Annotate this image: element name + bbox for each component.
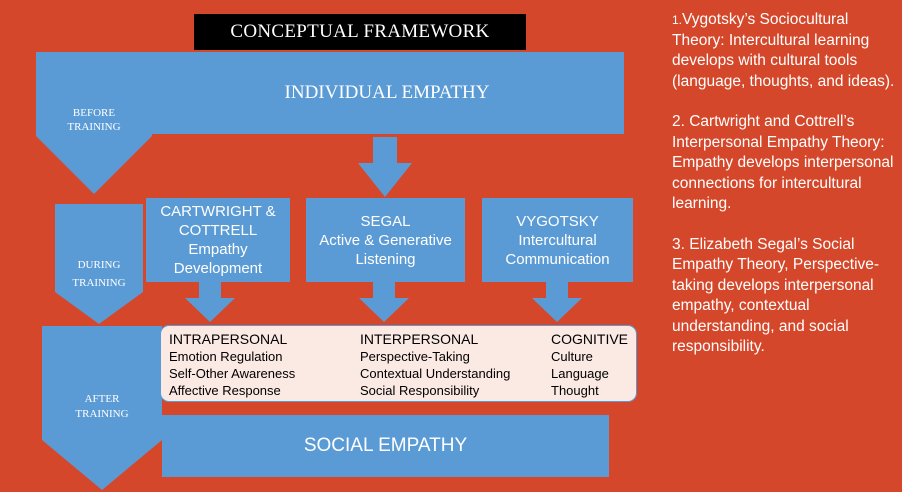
intrapersonal-column: INTRAPERSONAL Emotion Regulation Self-Ot…: [169, 331, 295, 399]
cognitive-item: Thought: [551, 383, 599, 398]
cognitive-item: Culture: [551, 349, 593, 364]
after-training-line2: TRAINING: [75, 408, 129, 420]
note1-number: 1.: [672, 13, 683, 27]
cognitive-column: COGNITIVE Culture Language Thought: [551, 331, 628, 399]
vygotsky-box: VYGOTSKY Intercultural Communication: [482, 198, 633, 282]
segal-line1: SEGAL: [360, 212, 411, 230]
cartwright-line3: Empathy: [188, 241, 248, 258]
outcomes-box: INTRAPERSONAL Emotion Regulation Self-Ot…: [160, 325, 637, 402]
down-arrow-cartwright: [185, 282, 235, 322]
after-training-line1: AFTER: [84, 393, 120, 405]
interpersonal-item: Contextual Understanding: [360, 366, 511, 381]
interpersonal-column: INTERPERSONAL Perspective-Taking Context…: [360, 331, 510, 399]
social-empathy-box: SOCIAL EMPATHY: [162, 415, 609, 477]
intrapersonal-item: Self-Other Awareness: [169, 366, 296, 381]
vygotsky-line2: Intercultural: [518, 231, 597, 249]
during-training-chevron: [55, 204, 143, 324]
cognitive-item: Language: [551, 366, 609, 381]
intrapersonal-item: Affective Response: [169, 383, 281, 398]
after-training-label: AFTER TRAINING: [56, 392, 148, 421]
segal-line3: Listening: [355, 250, 416, 268]
during-training-line2: TRAINING: [72, 277, 126, 289]
after-training-chevron: [42, 326, 162, 490]
down-arrow-vygotsky: [532, 282, 582, 322]
before-training-line2: TRAINING: [67, 121, 121, 133]
note1-text: Vygotsky’s Sociocultural Theory: Intercu…: [672, 11, 895, 90]
interpersonal-item: Social Responsibility: [360, 383, 480, 398]
intrapersonal-item: Emotion Regulation: [169, 349, 283, 364]
segal-line2: Active & Generative: [319, 231, 452, 249]
intrapersonal-heading: INTRAPERSONAL: [169, 331, 288, 347]
interpersonal-item: Perspective-Taking: [360, 349, 470, 364]
segal-box: SEGAL Active & Generative Listening: [306, 198, 465, 282]
note-cartwright-cottrell: 2. Cartwright and Cottrell’s Interperson…: [672, 113, 894, 212]
cartwright-line2: COTTRELL: [178, 222, 258, 239]
cartwright-line4: Development: [173, 260, 263, 277]
down-arrow-individual: [358, 137, 412, 197]
individual-empathy-box: INDIVIDUAL EMPATHY: [150, 52, 624, 134]
title-bar: CONCEPTUAL FRAMEWORK: [194, 14, 526, 50]
cartwright-cottrell-box: CARTWRIGHT & COTTRELL Empathy Developmen…: [146, 198, 290, 282]
note-segal: 3. Elizabeth Segal’s Social Empathy Theo…: [672, 235, 880, 356]
before-training-line1: BEFORE: [72, 107, 116, 119]
during-training-line1: DURING: [77, 259, 121, 271]
vygotsky-line1: VYGOTSKY: [516, 212, 599, 230]
down-arrow-segal: [359, 282, 409, 322]
vygotsky-line3: Communication: [505, 250, 610, 268]
theory-notes: 1.Vygotsky’s Sociocultural Theory: Inter…: [672, 10, 898, 378]
interpersonal-heading: INTERPERSONAL: [360, 331, 479, 347]
before-training-label: BEFORE TRAINING: [48, 106, 140, 134]
cartwright-line1: CARTWRIGHT &: [160, 203, 276, 220]
before-training-chevron: [36, 52, 152, 194]
during-training-label: DURING TRAINING: [55, 258, 143, 290]
cognitive-heading: COGNITIVE: [551, 331, 629, 347]
note-vygotsky: 1.Vygotsky’s Sociocultural Theory: Inter…: [672, 10, 898, 92]
